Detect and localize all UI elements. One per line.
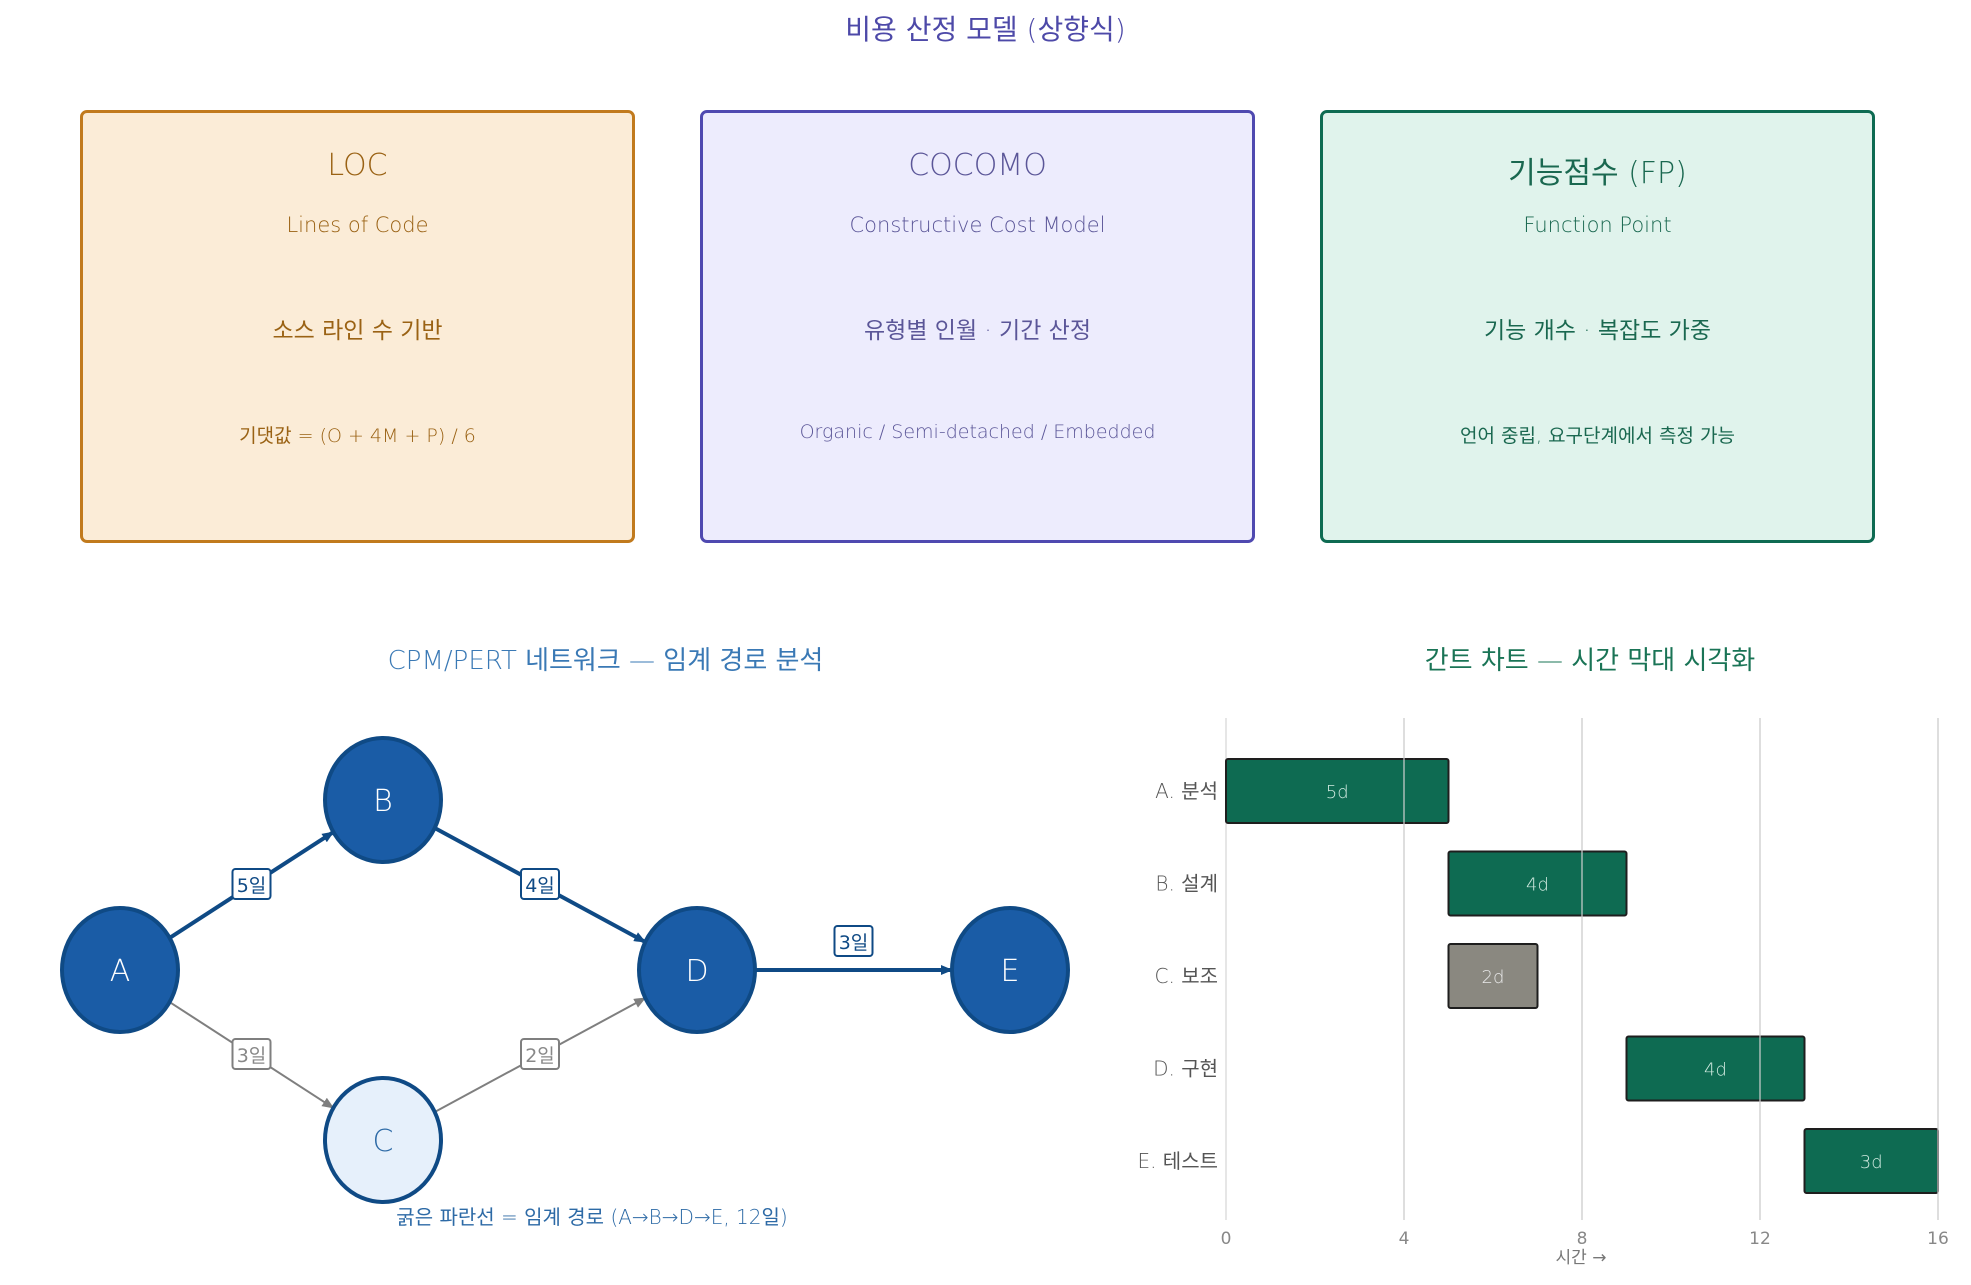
cpm-edge-label: 3일 xyxy=(231,1038,272,1070)
cocomo-heading: COCOMO xyxy=(908,148,1047,183)
gantt-bar-label: 3d xyxy=(1860,1152,1883,1173)
gantt-bar-label: 5d xyxy=(1326,782,1349,803)
loc-note: 기댓값 = (O + 4M + P) / 6 xyxy=(239,425,476,447)
cpm-node-label: D xyxy=(685,954,708,989)
gantt-bar-label: 4d xyxy=(1526,875,1549,896)
gantt-bar xyxy=(1447,943,1539,1009)
gantt-chart: 5d 4d 2d 4d 3d A. 분석 B. 설계 C. 보조 D. 구현 E. 테스트 0 4… xyxy=(1137,718,1949,1268)
gantt-bar xyxy=(1225,758,1450,824)
svg-text:3일: 3일 xyxy=(237,1045,267,1067)
loc-card: LOC Lines of Code 소스 라인 수 기반 기댓값 = (O + … xyxy=(80,110,635,543)
cpm-node-label: C xyxy=(373,1124,394,1159)
svg-text:3일: 3일 xyxy=(839,932,869,954)
cocomo-description: 유형별 인월 · 기간 산정 xyxy=(864,318,1091,344)
fp-subtitle: Function Point xyxy=(1523,213,1672,237)
cpm-title: CPM/PERT 네트워크 — 임계 경로 분석 xyxy=(387,646,824,676)
gantt-category-label: B. 설계 xyxy=(1155,872,1218,896)
loc-description: 소스 라인 수 기반 xyxy=(272,318,443,344)
gantt-bar-label: 2d xyxy=(1482,967,1505,988)
fp-note: 언어 중립, 요구단계에서 측정 가능 xyxy=(1460,425,1735,447)
cpm-node-c xyxy=(323,1076,443,1204)
gantt-category-label: D. 구현 xyxy=(1153,1057,1218,1081)
svg-text:2일: 2일 xyxy=(525,1045,555,1067)
gantt-title: 간트 차트 — 시간 막대 시각화 xyxy=(1424,646,1756,676)
loc-subtitle: Lines of Code xyxy=(286,213,429,237)
cpm-node-e xyxy=(950,906,1070,1034)
cpm-edge-label: 2일 xyxy=(520,1038,560,1070)
cpm-network-diagram: 5일 4일 3일 3일 2일 A B C D E 굵은 파란선 = 임계 경로 (A→B→D→E… xyxy=(60,736,1070,1229)
cpm-node-a xyxy=(60,906,180,1034)
gantt-x-tick-label: 12 xyxy=(1749,1229,1771,1249)
loc-heading: LOC xyxy=(327,148,388,183)
cpm-node-b xyxy=(323,736,443,864)
fp-heading: 기능점수 (FP) xyxy=(1508,156,1687,191)
cpm-node-d xyxy=(637,906,757,1034)
fp-card: 기능점수 (FP) Function Point 기능 개수 · 복잡도 가중 … xyxy=(1320,110,1875,543)
cpm-edge-label: 5일 xyxy=(231,868,272,900)
cpm-edge-label: 4일 xyxy=(520,868,560,900)
gantt-bar-label: 4d xyxy=(1704,1060,1727,1081)
svg-text:5일: 5일 xyxy=(237,875,267,897)
gantt-x-tick-label: 0 xyxy=(1221,1229,1232,1249)
cocomo-note: Organic / Semi-detached / Embedded xyxy=(799,421,1156,443)
cpm-caption: 굵은 파란선 = 임계 경로 (A→B→D→E, 12일) xyxy=(396,1205,787,1229)
gantt-x-tick-label: 8 xyxy=(1577,1229,1588,1249)
cocomo-subtitle: Constructive Cost Model xyxy=(849,213,1106,237)
gantt-x-tick-label: 16 xyxy=(1927,1229,1949,1249)
svg-text:4일: 4일 xyxy=(525,875,555,897)
gantt-x-tick-label: 4 xyxy=(1399,1229,1410,1249)
gantt-category-label: A. 분석 xyxy=(1155,779,1218,803)
gantt-category-label: E. 테스트 xyxy=(1137,1149,1218,1173)
cpm-edge-label: 3일 xyxy=(833,925,874,957)
cpm-node-label: E xyxy=(1001,954,1020,989)
gantt-category-label: C. 보조 xyxy=(1155,964,1218,988)
cocomo-card: COCOMO Constructive Cost Model 유형별 인월 · … xyxy=(700,110,1255,543)
page-title: 비용 산정 모델 (상향식) xyxy=(845,13,1126,46)
cpm-node-label: A xyxy=(110,954,131,989)
fp-description: 기능 개수 · 복잡도 가중 xyxy=(1484,318,1711,344)
gantt-x-axis-label: 시간 → xyxy=(1556,1248,1607,1268)
cpm-node-label: B xyxy=(373,784,393,819)
